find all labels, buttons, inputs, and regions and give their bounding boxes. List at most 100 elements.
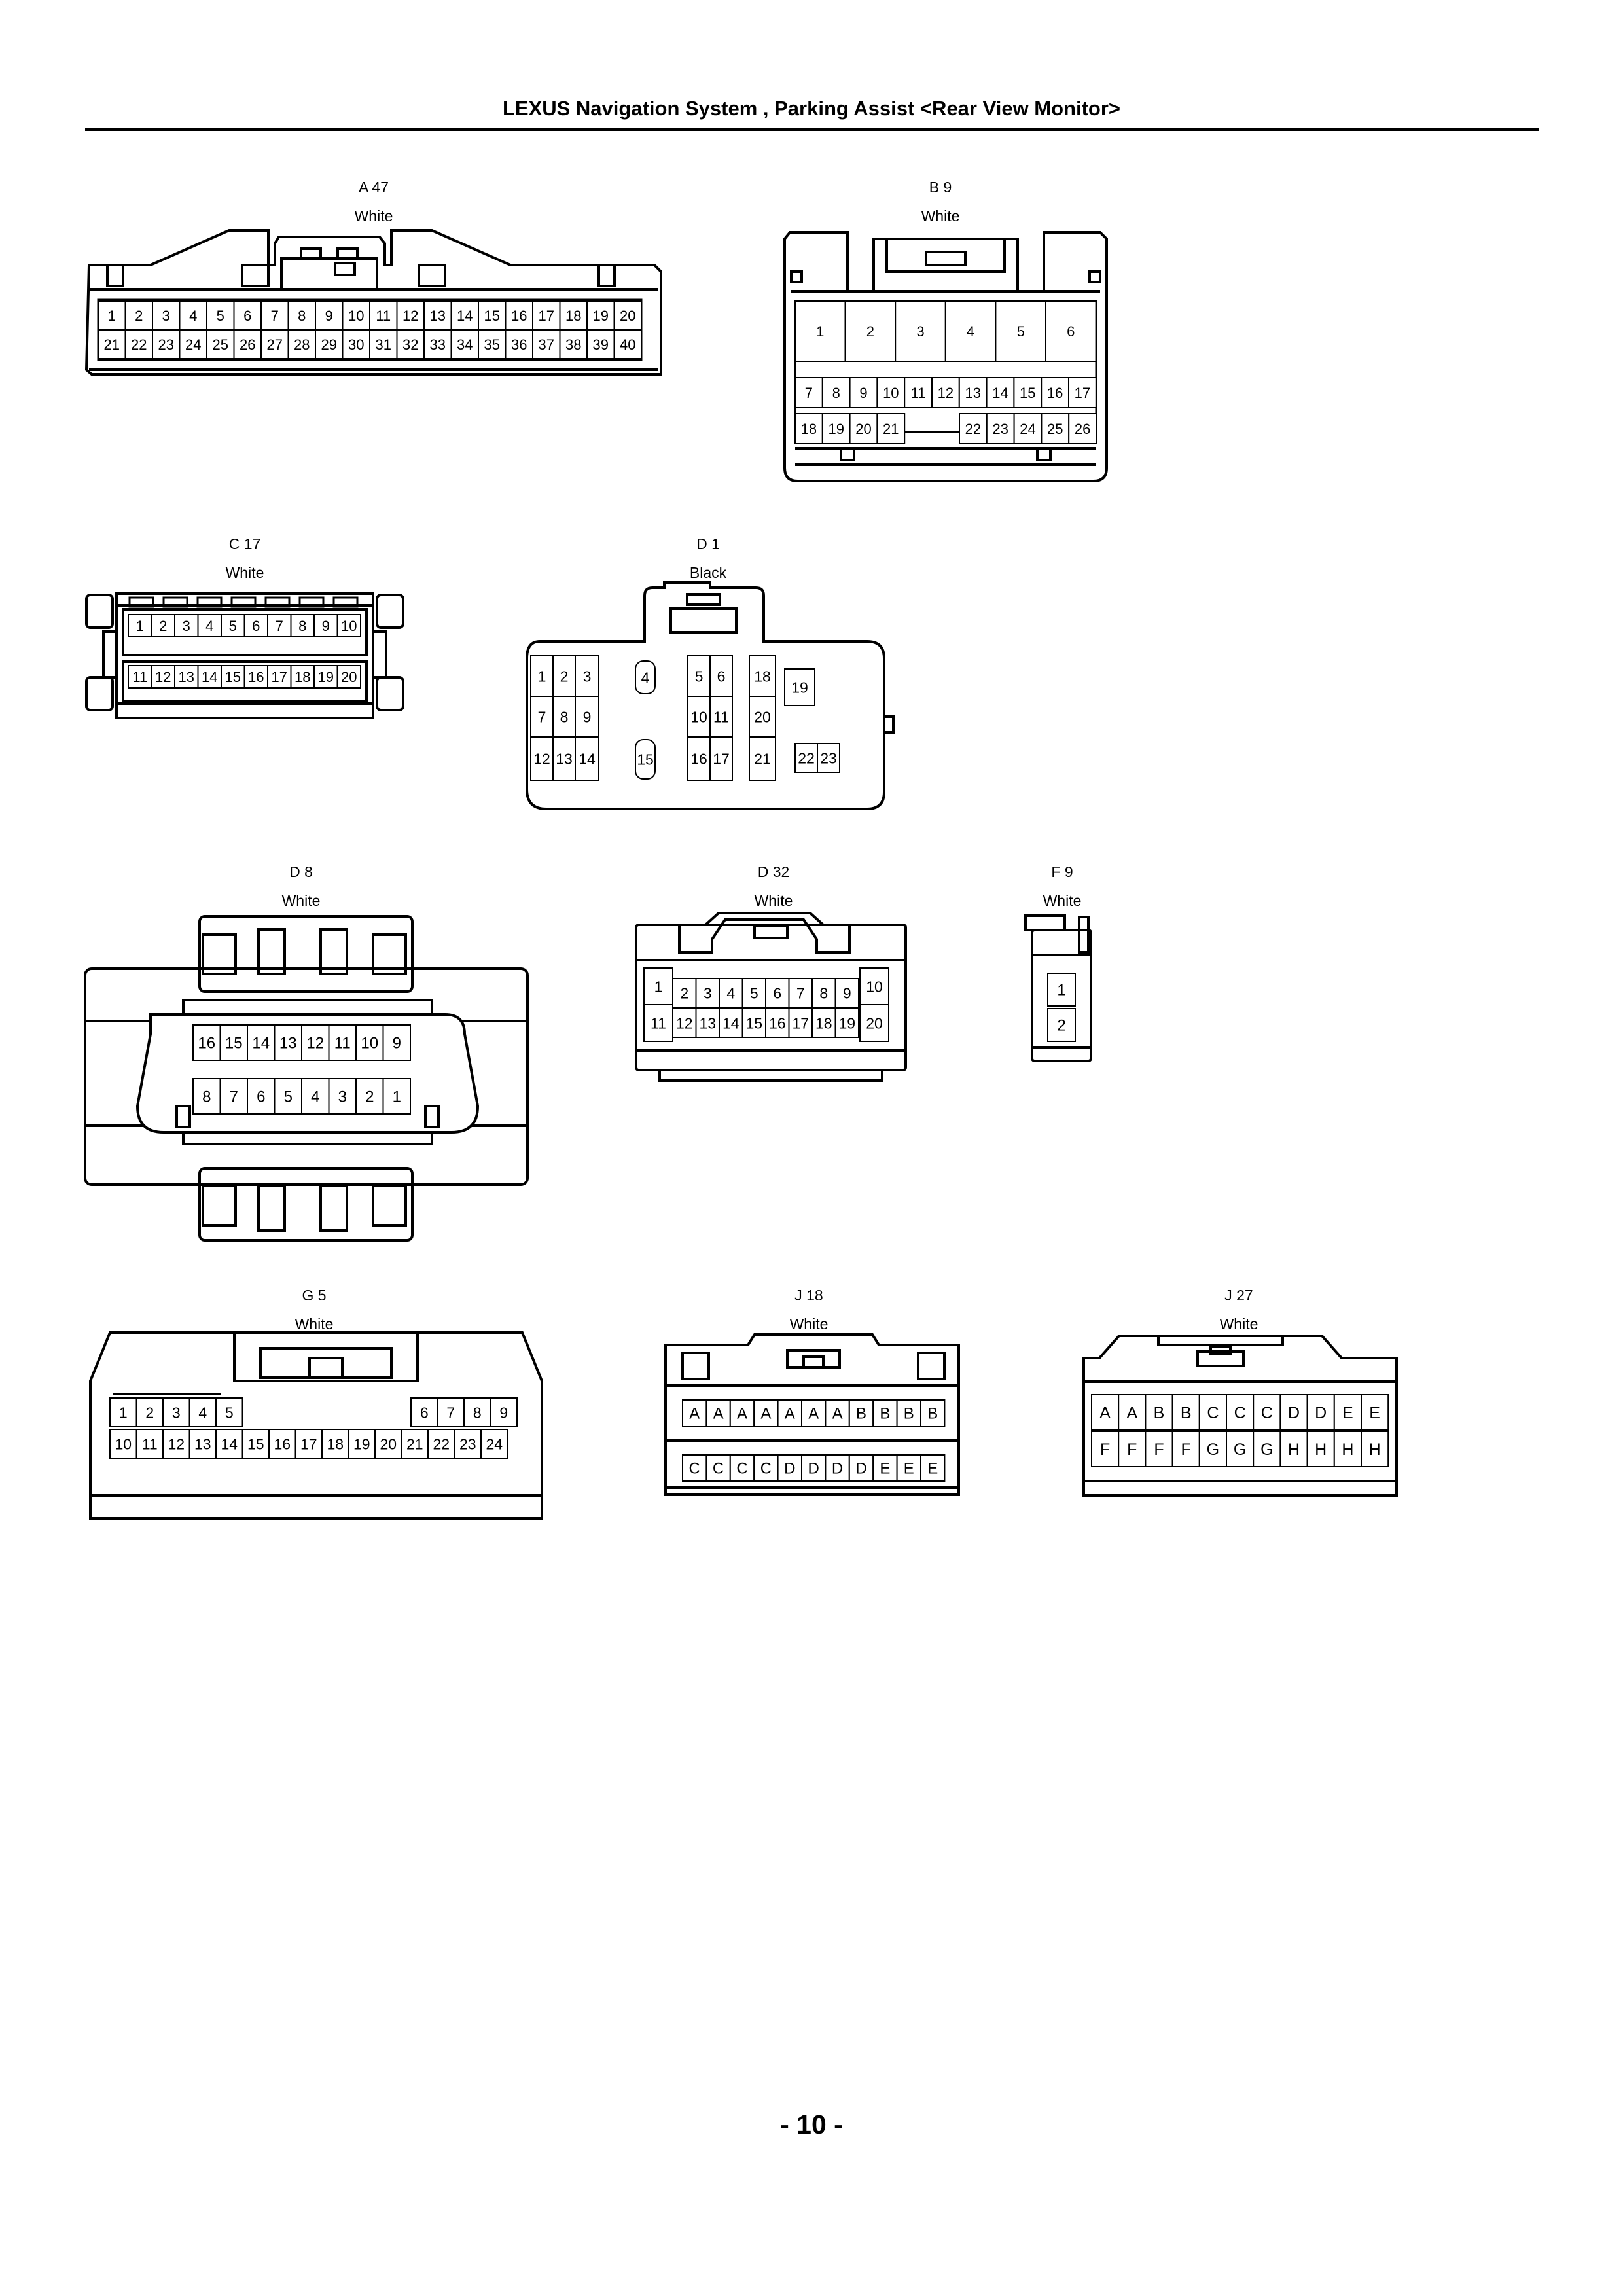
d32-pin-label: 2: [680, 984, 688, 1001]
c17-pin-label: 2: [159, 618, 167, 634]
connector-g5-code: G 5: [302, 1287, 327, 1304]
c17-pin-label: 20: [341, 669, 357, 685]
d32-pin-label: 20: [866, 1014, 883, 1031]
connector-b9-label: B 9 White: [810, 178, 1071, 236]
j27-pin-label: C: [1261, 1404, 1273, 1422]
d1-pin-label: 19: [791, 679, 808, 696]
d8-pin-label: 8: [202, 1088, 211, 1106]
b9-pin-label: 7: [805, 385, 813, 401]
d1-pin-cell: [784, 668, 815, 706]
j18-pin-label: B: [856, 1405, 866, 1423]
d1-pin-cell: [530, 696, 554, 738]
b9-pin-label: 22: [965, 421, 981, 437]
connector-f9-color: White: [1043, 892, 1082, 909]
c17-pin-label: 16: [248, 669, 264, 685]
j18-pin-label: A: [737, 1405, 747, 1423]
connector-d32-label: D 32 White: [643, 863, 904, 920]
c17-latch-tab: [196, 596, 223, 608]
g5-pin-label: 20: [380, 1435, 397, 1452]
a47-pin-cell: [233, 300, 262, 331]
d32-pin-cell: [812, 978, 836, 1008]
b9-pin-label: 8: [832, 385, 840, 401]
d1-pin-label: 1: [538, 668, 546, 685]
connector-c17-label: C 17 White: [114, 535, 376, 592]
j27-pin-label: H: [1288, 1441, 1300, 1459]
d32-pin-label: 17: [792, 1014, 809, 1031]
j18-pin-label: A: [713, 1405, 724, 1423]
connector-d8-color: White: [281, 892, 321, 909]
connector-j18-code: J 18: [794, 1287, 823, 1304]
j18-pin-cell: [848, 1399, 874, 1427]
d32-pin-cell: [765, 1008, 790, 1038]
d32-pin-cell: [859, 1004, 889, 1042]
a47-pin-label: 3: [162, 308, 170, 324]
g5-pin-label: 19: [353, 1435, 370, 1452]
b9-pin-label: 6: [1067, 323, 1075, 340]
j18-pin-label: D: [855, 1460, 866, 1478]
b9-pin-cell: [876, 413, 906, 444]
j27-pin-label: G: [1234, 1441, 1246, 1459]
d32-pin-label: 15: [745, 1014, 762, 1031]
d1-pin-cell: [687, 655, 711, 697]
j18-pin-label: D: [832, 1460, 843, 1478]
d32-pin-cell: [859, 967, 889, 1005]
c17-pin-cell: [313, 614, 338, 637]
d1-pin-label: 12: [533, 750, 550, 767]
j27-pin-cell: [1306, 1394, 1335, 1431]
g5-pin-cell: [480, 1429, 508, 1459]
a47-pin-label: 22: [131, 336, 147, 353]
d1-pin-label: 2: [560, 668, 569, 685]
connector-f9-label: F 9 White: [931, 863, 1193, 920]
a47-pin-label: 29: [321, 336, 337, 353]
c17-pin-label: 1: [136, 618, 144, 634]
j18-pin-label: A: [760, 1405, 771, 1423]
a47-pin-cell: [478, 329, 507, 359]
a47-pin-label: 7: [271, 308, 279, 324]
j18-pin-label: A: [785, 1405, 795, 1423]
d8-pin-label: 13: [279, 1035, 297, 1052]
j27-pin-label: F: [1154, 1441, 1164, 1459]
g5-pin-label: 2: [145, 1404, 154, 1421]
g5-pin-cell: [410, 1397, 438, 1427]
b9-pin-label: 19: [828, 421, 844, 437]
j27-pin-label: G: [1207, 1441, 1219, 1459]
c17-pin-cell: [243, 665, 268, 689]
a47-pin-label: 37: [539, 336, 554, 353]
d1-pin-label: 20: [754, 708, 771, 725]
d8-pin-cell: [355, 1078, 384, 1115]
g5-pin-label: 1: [119, 1404, 128, 1421]
g5-pin-cell: [294, 1429, 323, 1459]
c17-latch-tab: [332, 596, 359, 608]
d32-pin-label: 6: [773, 984, 781, 1001]
d32-pin-label: 7: [796, 984, 805, 1001]
a47-pin-label: 8: [298, 308, 306, 324]
c17-pin-label: 14: [202, 669, 217, 685]
connector-d32-color: White: [754, 892, 793, 909]
c17-pin-cell: [243, 614, 268, 637]
g5-pin-label: 23: [459, 1435, 476, 1452]
d1-pin-label: 21: [754, 750, 771, 767]
c17-pin-label: 9: [322, 618, 330, 634]
j27-pin-cell: [1253, 1431, 1281, 1467]
d1-pin-cell: [635, 660, 656, 694]
g5-pin-cell: [109, 1429, 137, 1459]
g5-pin-label: 13: [194, 1435, 211, 1452]
a47-pin-label: 36: [511, 336, 527, 353]
g5-pin-cell: [437, 1397, 465, 1427]
c17-pin-label: 5: [229, 618, 237, 634]
b9-pin-label: 5: [1017, 323, 1025, 340]
c17-pin-label: 18: [294, 669, 310, 685]
b9-pin-cell: [1013, 377, 1043, 408]
g5-pin-cell: [454, 1429, 482, 1459]
d32-pin-label: 16: [769, 1014, 786, 1031]
a47-pin-label: 18: [565, 308, 581, 324]
d1-pin-label: 7: [538, 708, 546, 725]
d8-pin-label: 11: [334, 1035, 351, 1052]
a47-pin-label: 20: [620, 308, 635, 324]
